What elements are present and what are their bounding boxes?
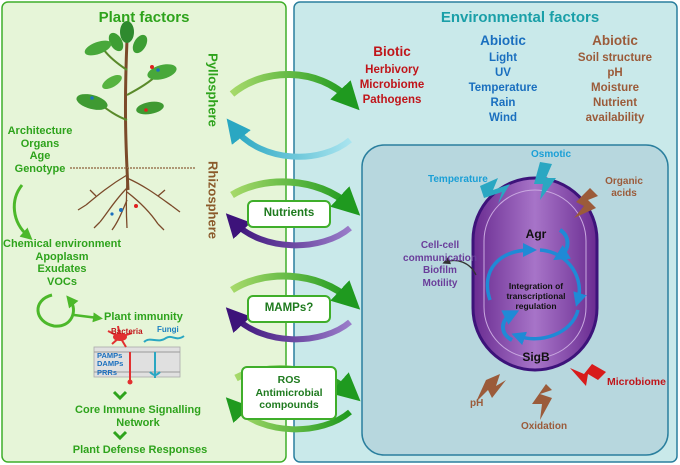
ros-line-3: compounds xyxy=(259,399,319,412)
biotic-title: Biotic xyxy=(373,44,411,59)
organic-acids-bolt xyxy=(574,188,598,218)
phyllosphere-label: Pyllosphere xyxy=(205,53,221,127)
output-cell-cell: Cell-cell xyxy=(420,240,460,251)
bacteria-shape xyxy=(107,325,133,385)
ros-box: ROS Antimicrobial compounds xyxy=(241,366,337,420)
biotic-list: Herbivory Microbiome Pathogens xyxy=(360,63,425,108)
phyllosphere-green-arrow xyxy=(229,71,360,111)
integration-cycle xyxy=(485,243,587,345)
integration-line-3: regulation xyxy=(515,301,557,312)
sigb-label: SigB xyxy=(522,350,550,364)
nutrients-box: Nutrients xyxy=(247,200,331,228)
abiotic-availability: availability xyxy=(585,111,645,124)
ros-line-1: ROS xyxy=(277,374,301,387)
bacterial-cell xyxy=(471,176,599,372)
abiotic-wind: Wind xyxy=(489,111,517,124)
integration-line-1: Integration of xyxy=(508,281,564,291)
rhizo2-purple-arrow xyxy=(225,307,352,343)
trait-organs: Organs xyxy=(20,137,60,150)
microbiome-bolt xyxy=(570,364,606,386)
plant-traits-list: Architecture Organs Age Genotype xyxy=(8,125,73,176)
signal-oxidation-label: Oxidation xyxy=(520,421,568,432)
output-biofilm: Biofilm xyxy=(423,265,457,276)
output-communication: communication xyxy=(403,252,477,264)
abiotic-temperature: Temperature xyxy=(468,81,538,94)
abiotic-moisture: Moisture xyxy=(591,81,639,94)
pamps-label: PAMPs xyxy=(97,351,123,360)
abiotic-list-2: Soil structure pH Moisture Nutrient avai… xyxy=(578,51,652,126)
rhizo2-green-arrow xyxy=(230,272,361,310)
plant-panel xyxy=(1,1,287,463)
integration-label: Integration of transcriptional regulatio… xyxy=(506,281,565,312)
biotic-microbiome: Microbiome xyxy=(359,78,425,91)
core-immune-network-label: Core Immune Signalling Network xyxy=(75,404,201,429)
abiotic-soil-structure: Soil structure xyxy=(577,52,653,64)
defense-responses-label: Plant Defense Responses xyxy=(72,444,208,456)
prrs-label: PRRs xyxy=(97,367,118,377)
abiotic-nutrient: Nutrient xyxy=(592,96,638,109)
core-line-2: Network xyxy=(116,416,160,429)
signal-ph-label: pH xyxy=(470,398,484,409)
rhizosphere-label: Rhizosphere xyxy=(205,160,221,240)
chemical-environment-list: Chemical environment Apoplasm Exudates V… xyxy=(3,238,121,289)
agr-label: Agr xyxy=(525,227,547,241)
bacteria-label: Bacteria xyxy=(111,327,143,336)
abiotic-ph: pH xyxy=(607,66,623,79)
signal-microbiome-label: Microbiome xyxy=(607,376,666,388)
signal-organic-acids-label: Organic acids xyxy=(605,176,643,199)
abiotic-rain: Rain xyxy=(490,96,516,109)
ph-bolt xyxy=(476,374,506,402)
damps-label: DAMPs xyxy=(97,359,124,369)
organic-line-1: Organic xyxy=(605,176,643,187)
phyllosphere-teal-arrow xyxy=(226,118,352,160)
abiotic-list-1: Light UV Temperature Rain Wind xyxy=(469,51,538,126)
trait-architecture: Architecture xyxy=(7,125,73,137)
osmotic-bolt xyxy=(534,162,556,200)
temperature-bolt xyxy=(480,178,510,204)
chem-environment: Chemical environment xyxy=(3,238,121,250)
organic-line-2: acids xyxy=(611,187,637,199)
abiotic-title-2: Abiotic xyxy=(592,33,638,48)
environment-panel-title: Environmental factors xyxy=(440,9,600,26)
oxidation-bolt xyxy=(532,384,552,420)
rhizo1-purple-arrow xyxy=(225,213,352,249)
root-system xyxy=(77,167,181,231)
output-motility: Motility xyxy=(422,277,458,289)
ros-line-2: Antimicrobial xyxy=(255,386,323,399)
chem-exudates: Exudates xyxy=(37,263,87,276)
cell-outputs-list: Cell-cell communication Biofilm Motility xyxy=(403,240,477,290)
signal-osmotic-label: Osmotic xyxy=(530,149,572,160)
chem-vocs: VOCs xyxy=(47,275,77,288)
rhizo1-green-arrow xyxy=(230,178,361,216)
abiotic-title-1: Abiotic xyxy=(480,33,526,48)
mamps-box: MAMPs? xyxy=(247,295,331,323)
plant-illustration xyxy=(76,21,177,191)
fungi-label: Fungi xyxy=(157,325,179,334)
fungi-shape xyxy=(143,335,185,378)
biotic-herbivory: Herbivory xyxy=(365,64,419,76)
core-line-1: Core Immune Signalling xyxy=(75,404,201,416)
abiotic-uv: UV xyxy=(495,66,511,79)
plant-immunity-label: Plant immunity xyxy=(104,311,183,323)
signal-temperature-label: Temperature xyxy=(428,174,488,185)
trait-age: Age xyxy=(29,150,51,163)
biotic-pathogens: Pathogens xyxy=(362,93,422,106)
integration-line-2: transcriptional xyxy=(506,291,566,302)
plant-panel-title: Plant factors xyxy=(98,9,190,26)
trait-genotype: Genotype xyxy=(14,162,66,175)
abiotic-light: Light xyxy=(488,52,518,64)
chem-apoplasm: Apoplasm xyxy=(35,250,89,263)
pattern-labels: PAMPs DAMPs PRRs xyxy=(97,351,124,377)
